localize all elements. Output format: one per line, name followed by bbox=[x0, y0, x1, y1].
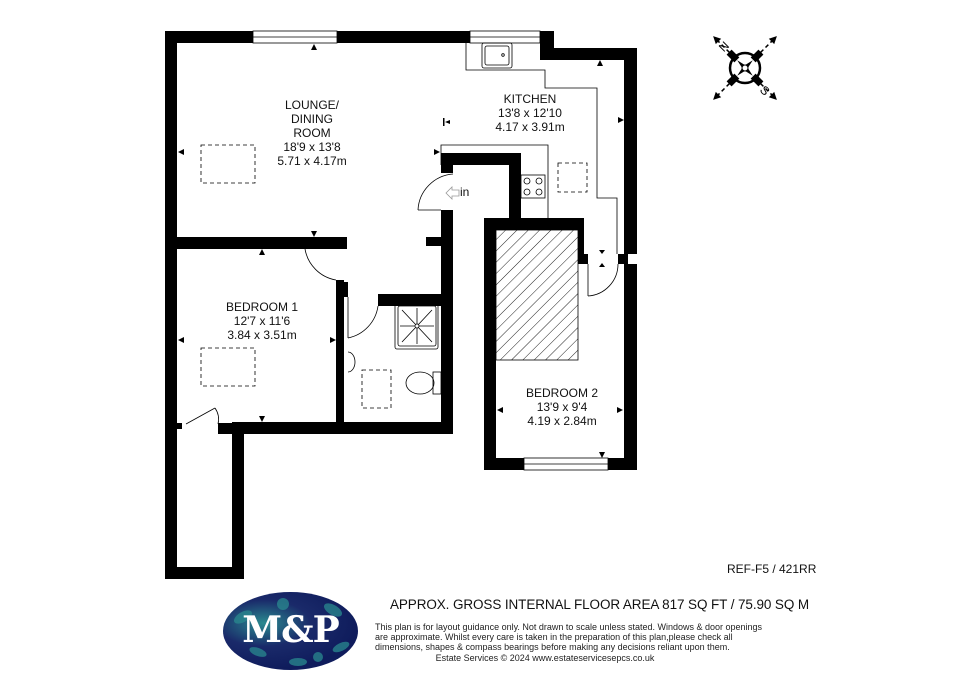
room-dim-metric: 4.17 x 3.91m bbox=[495, 120, 565, 134]
room-label-kitchen: KITCHEN 13'8 x 12'10 4.17 x 3.91m bbox=[480, 92, 580, 134]
disclaimer-line: Estate Services © 2024 www.estateservice… bbox=[435, 652, 655, 663]
room-dim-imperial: 12'7 x 11'6 bbox=[233, 314, 291, 328]
kitchen-units bbox=[440, 42, 618, 254]
reference-code: REF-F5 / 421RR bbox=[727, 562, 817, 576]
bathroom-fixtures bbox=[347, 302, 442, 395]
room-dim-metric: 5.71 x 4.17m bbox=[277, 154, 347, 168]
dashed-markers bbox=[200, 144, 588, 409]
room-name-line: ROOM bbox=[293, 126, 331, 140]
room-dim-imperial: 18'9 x 13'8 bbox=[283, 140, 341, 154]
disclaimer: This plan is for layout guidance only. N… bbox=[375, 622, 763, 663]
room-label-lounge: LOUNGE/ DINING ROOM 18'9 x 13'8 5.71 x 4… bbox=[262, 98, 362, 168]
disclaimer-line: are approximate. Whilst every care is ta… bbox=[375, 632, 733, 643]
entry-label: in bbox=[460, 185, 470, 199]
entry-arrow-icon bbox=[445, 186, 460, 200]
room-label-bedroom1: BEDROOM 1 12'7 x 11'6 3.84 x 3.51m bbox=[212, 300, 312, 342]
compass-rose-icon: N S bbox=[713, 36, 777, 100]
logo-text: M&P bbox=[242, 609, 339, 651]
windows bbox=[252, 30, 609, 471]
company-logo: M&P bbox=[223, 592, 358, 670]
doors bbox=[185, 173, 619, 425]
floral-pattern-icon bbox=[233, 598, 350, 666]
walls bbox=[165, 31, 637, 579]
room-name-line: DINING bbox=[291, 112, 333, 126]
room-dim-imperial: 13'8 x 12'10 bbox=[498, 106, 562, 120]
disclaimer-line: This plan is for layout guidance only. N… bbox=[375, 622, 763, 632]
room-name-line: BEDROOM 1 bbox=[225, 300, 298, 314]
room-label-bedroom2: BEDROOM 2 13'9 x 9'4 4.19 x 2.84m bbox=[512, 386, 612, 428]
dimension-markers bbox=[178, 44, 624, 458]
disclaimer-line: dimensions, shapes & compass bearings be… bbox=[375, 642, 730, 653]
stairwell-hatch bbox=[495, 229, 579, 361]
room-dim-metric: 3.84 x 3.51m bbox=[227, 328, 297, 342]
floor-area-summary: APPROX. GROSS INTERNAL FLOOR AREA 817 SQ… bbox=[390, 597, 810, 612]
room-dim-imperial: 13'9 x 9'4 bbox=[536, 400, 588, 414]
room-dim-metric: 4.19 x 2.84m bbox=[527, 414, 597, 428]
room-name-line: KITCHEN bbox=[503, 92, 557, 106]
room-name-line: LOUNGE/ bbox=[284, 98, 339, 112]
room-name-line: BEDROOM 2 bbox=[525, 386, 598, 400]
